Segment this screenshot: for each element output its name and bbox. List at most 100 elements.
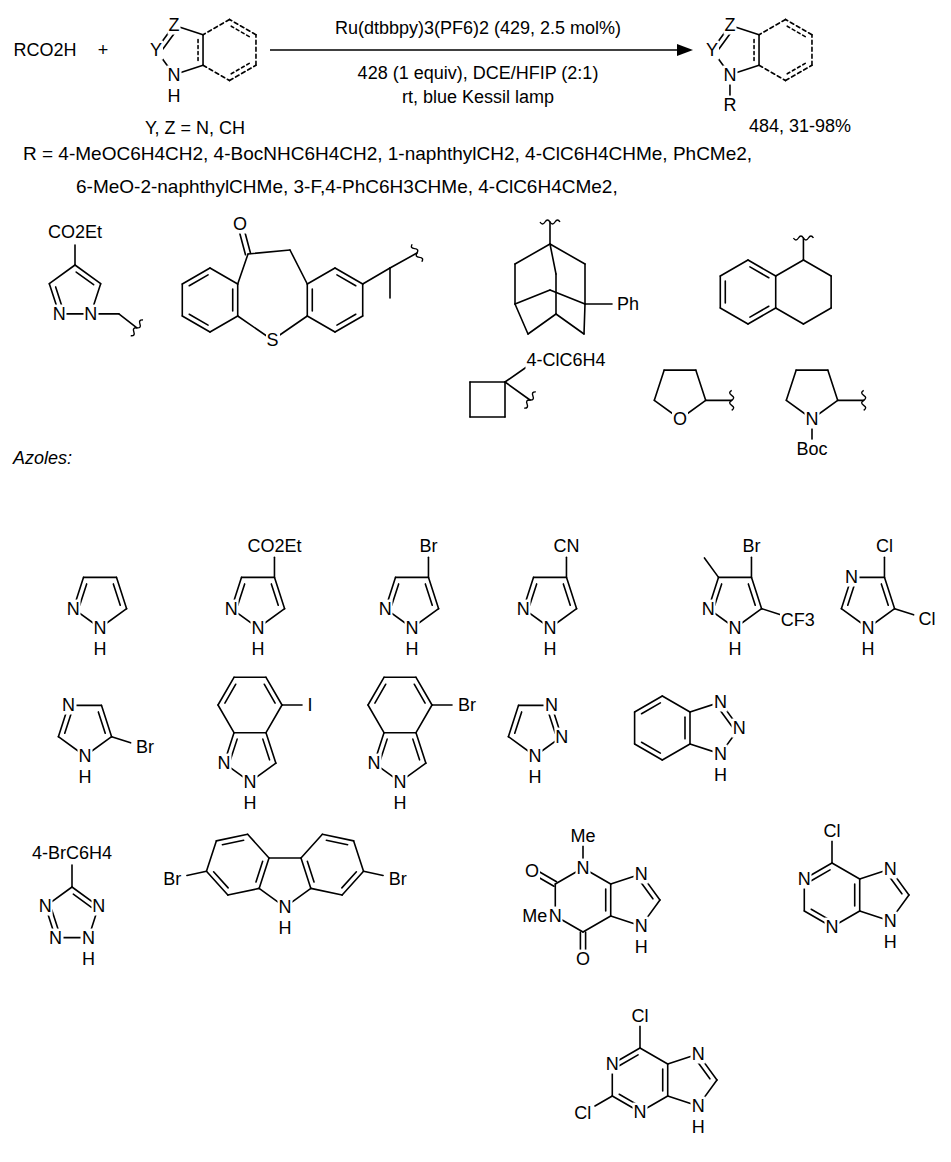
bond bbox=[884, 557, 886, 577]
atom-label: N bbox=[217, 754, 232, 773]
bond bbox=[363, 268, 390, 284]
bond bbox=[830, 276, 832, 308]
bond bbox=[222, 840, 243, 845]
bond bbox=[884, 577, 894, 608]
atom-label: N bbox=[81, 928, 96, 947]
bond bbox=[248, 834, 269, 858]
bond bbox=[505, 382, 530, 400]
atom-label: N bbox=[576, 859, 591, 878]
bond bbox=[362, 284, 364, 316]
atom-label: H bbox=[166, 86, 181, 105]
bond bbox=[759, 19, 785, 34]
atom-label: N bbox=[861, 619, 876, 638]
bond bbox=[762, 609, 781, 615]
bond bbox=[753, 40, 755, 61]
bond bbox=[197, 40, 199, 61]
reaction-condition: 428 (1 equiv), DCE/HFIP (2:1) bbox=[357, 64, 600, 83]
atom-label: N bbox=[701, 599, 716, 618]
atom-label: O bbox=[575, 950, 591, 969]
atom-label: Ph bbox=[616, 295, 640, 314]
bond bbox=[116, 577, 126, 608]
atom-label: O bbox=[232, 215, 248, 234]
bond bbox=[416, 733, 426, 763]
bond bbox=[225, 684, 236, 703]
bond bbox=[49, 265, 75, 284]
atom-label: I bbox=[306, 696, 313, 715]
bond bbox=[65, 712, 72, 733]
substituent-list: R = 4-MeOC6H4CH2, 4-BocNHC6H4CH2, 1-naph… bbox=[22, 144, 753, 164]
bond bbox=[828, 370, 838, 400]
atom-label: N bbox=[91, 897, 106, 916]
bond bbox=[354, 841, 364, 871]
bond bbox=[237, 284, 239, 316]
atom-label: N bbox=[728, 619, 743, 638]
bond bbox=[555, 274, 557, 314]
atom-label: N bbox=[691, 1096, 706, 1115]
bond bbox=[210, 268, 238, 284]
bond bbox=[206, 841, 216, 871]
bond bbox=[234, 732, 266, 734]
bond bbox=[266, 733, 276, 763]
bond bbox=[689, 712, 691, 744]
bond bbox=[832, 863, 860, 879]
bond bbox=[750, 267, 769, 278]
bond bbox=[720, 308, 748, 324]
atom-label: Y bbox=[149, 41, 163, 60]
bond bbox=[187, 871, 207, 875]
bond bbox=[719, 577, 752, 579]
bond bbox=[508, 705, 518, 736]
bond bbox=[414, 684, 425, 703]
bond bbox=[342, 872, 357, 888]
bond bbox=[758, 35, 760, 66]
bond bbox=[704, 558, 718, 577]
atom-label: N bbox=[825, 918, 840, 937]
atom-label: N bbox=[543, 619, 558, 638]
bond bbox=[425, 584, 432, 605]
bond bbox=[550, 244, 556, 274]
bond bbox=[202, 35, 204, 66]
bond bbox=[796, 369, 828, 371]
atom-label: H bbox=[713, 765, 728, 784]
bond bbox=[256, 861, 263, 882]
atom-label: Br bbox=[135, 738, 155, 757]
bond bbox=[696, 370, 706, 400]
bond bbox=[584, 304, 585, 334]
bond bbox=[282, 704, 302, 706]
wavy-bond bbox=[730, 390, 734, 410]
bond bbox=[290, 250, 307, 284]
bond bbox=[515, 304, 528, 334]
bond bbox=[662, 744, 690, 760]
bond bbox=[84, 577, 117, 579]
bond bbox=[71, 865, 73, 887]
bond bbox=[301, 834, 322, 858]
product-yield: 484, 31-98% bbox=[748, 117, 852, 136]
bond bbox=[113, 584, 120, 605]
bond bbox=[337, 314, 356, 325]
wavy-bond bbox=[131, 320, 143, 336]
bond bbox=[189, 314, 208, 325]
bond bbox=[831, 841, 833, 863]
atom-label: N bbox=[243, 773, 258, 792]
bond bbox=[634, 712, 636, 744]
bond bbox=[662, 696, 690, 712]
atom-label: S bbox=[265, 331, 279, 350]
atom-label: N bbox=[83, 304, 98, 323]
wavy-bond bbox=[540, 220, 560, 224]
atom-label: N bbox=[634, 865, 649, 884]
bond bbox=[750, 306, 769, 317]
atom-label: H bbox=[528, 768, 543, 787]
bond bbox=[881, 584, 888, 605]
bond bbox=[375, 684, 386, 703]
bond bbox=[724, 281, 726, 303]
bond bbox=[610, 884, 612, 916]
bond bbox=[759, 65, 785, 80]
bond bbox=[384, 676, 416, 678]
bond bbox=[326, 840, 347, 845]
bond bbox=[384, 732, 416, 734]
atom-label: Br bbox=[741, 537, 761, 556]
bond bbox=[549, 222, 551, 244]
atom-label: N bbox=[61, 696, 76, 715]
atom-label: Me bbox=[569, 827, 596, 846]
bond bbox=[595, 1096, 612, 1106]
